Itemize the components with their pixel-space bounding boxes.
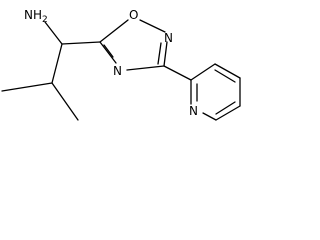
pyridine-n-label: N (189, 104, 198, 118)
bond-c3-n4 (126, 65, 165, 71)
bond-ch-nh2 (44, 21, 63, 45)
amine-label-subscript: 2 (42, 15, 48, 25)
bond-ch-ch (51, 43, 63, 84)
molecule-drawing: NH2 O N N N (1, 8, 241, 121)
bond-py-c3-c4 (214, 63, 241, 79)
bond-o1-n2 (139, 19, 166, 33)
oxadiazole-ring (99, 19, 168, 71)
oxadiazole-n2-label: N (164, 31, 173, 45)
bond-py-c5-c6-double (215, 101, 236, 115)
side-chain (1, 21, 101, 121)
oxadiazole-n4-label: N (113, 64, 122, 78)
amine-label: NH2 (24, 8, 48, 25)
bond-n2-c3 (163, 41, 168, 67)
bond-n4-c5 (99, 41, 117, 64)
bond-py-c5-c6 (215, 105, 241, 121)
bond-ch-me2 (51, 82, 79, 121)
bond-c3-pyridine (163, 65, 192, 81)
bond-py-c2-c3 (190, 63, 216, 81)
bond-ch-oxadiazole (61, 41, 101, 45)
bond-py-c3-c4-double (214, 69, 236, 83)
structure-figure: NH2 O N N N (0, 0, 269, 140)
bond-n4-c5-double (103, 44, 114, 58)
pyridine-ring (163, 63, 241, 121)
oxygen-label: O (129, 8, 138, 22)
bond-c5-o1 (99, 19, 129, 43)
bond-ch-me1 (1, 82, 53, 92)
bond-py-c6-n (202, 112, 217, 121)
amine-label-main: NH (24, 8, 42, 22)
bond-n2-c3-double (157, 42, 162, 65)
